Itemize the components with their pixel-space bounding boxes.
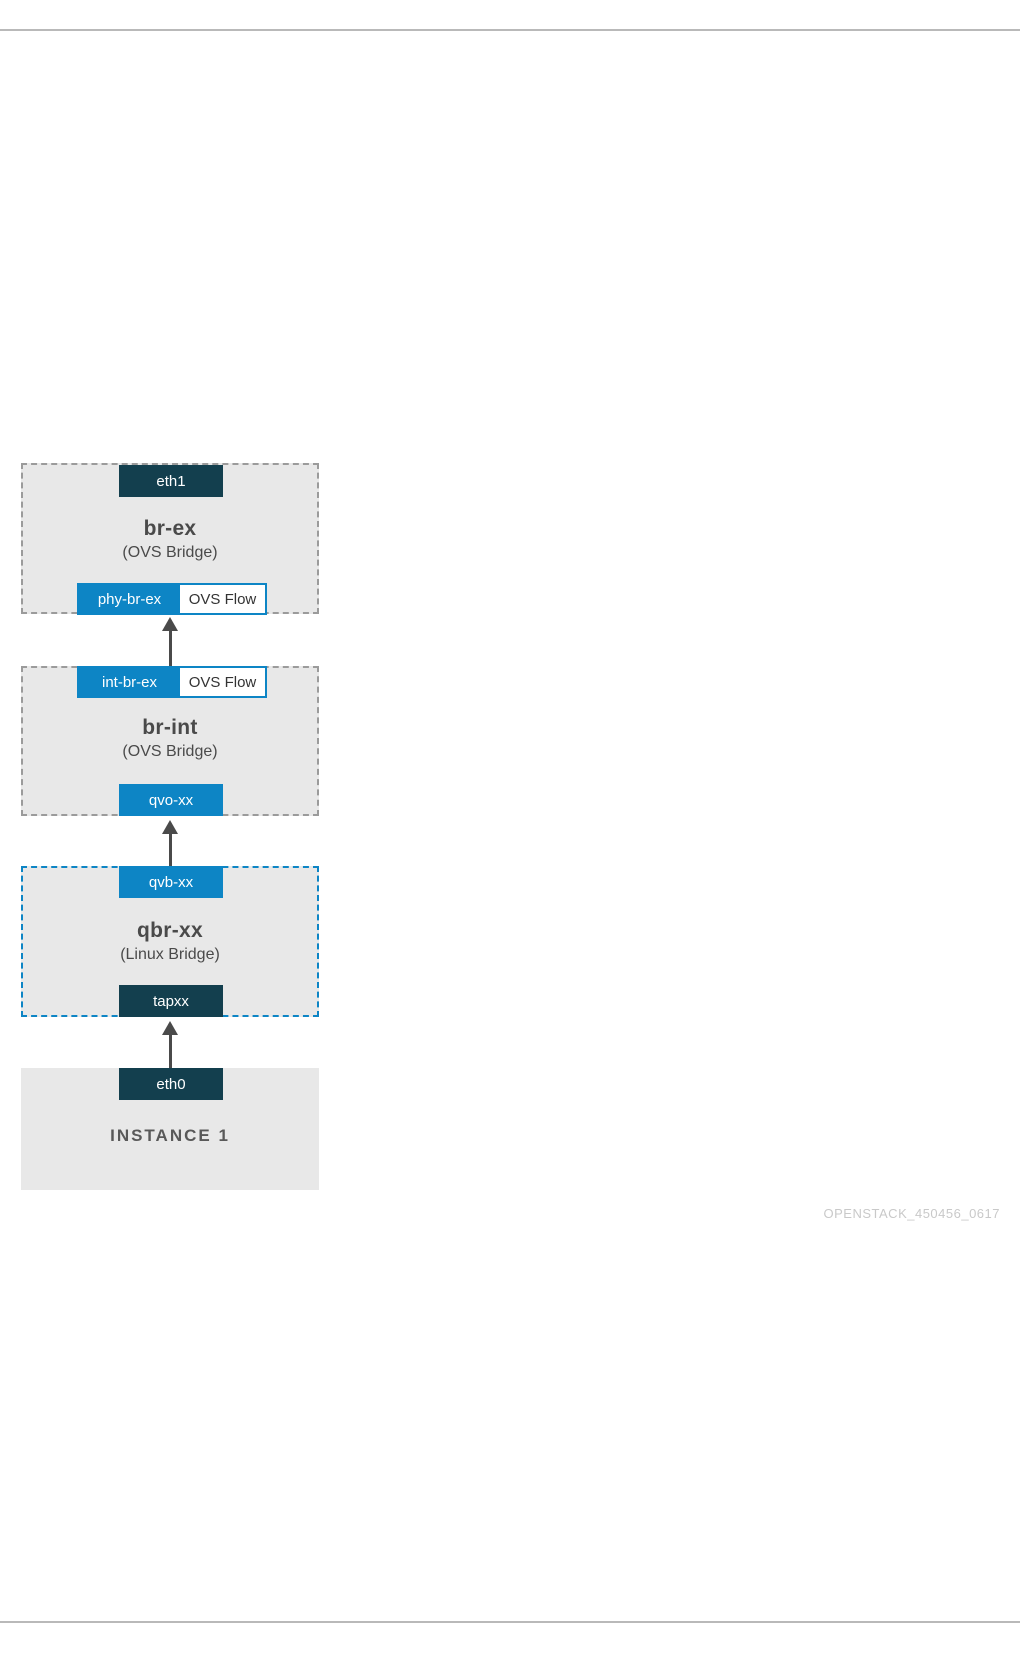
port-qvo-xx: qvo-xx bbox=[119, 784, 223, 816]
arrow-up-icon bbox=[162, 617, 178, 631]
node-br-int-subtitle: (OVS Bridge) bbox=[122, 743, 218, 760]
port-phy-br-ex: phy-br-ex bbox=[79, 585, 180, 613]
node-qbr-xx-subtitle: (Linux Bridge) bbox=[120, 946, 220, 963]
node-br-ex-title: br-ex bbox=[143, 517, 197, 540]
node-br-int-title: br-int bbox=[142, 716, 198, 739]
bottom-divider bbox=[0, 1621, 1020, 1623]
ovs-flow-tag-int: OVS Flow bbox=[180, 668, 265, 696]
port-tapxx: tapxx bbox=[119, 985, 223, 1017]
ovs-flow-tag-phy: OVS Flow bbox=[180, 585, 265, 613]
port-int-br-ex: int-br-ex bbox=[79, 668, 180, 696]
port-eth0: eth0 bbox=[119, 1068, 223, 1100]
arrow-line bbox=[169, 630, 172, 666]
arrow-line bbox=[169, 833, 172, 866]
port-phy-br-ex-combo: phy-br-ex OVS Flow bbox=[77, 583, 267, 615]
port-qvb-xx: qvb-xx bbox=[119, 866, 223, 898]
arrow-up-icon bbox=[162, 820, 178, 834]
watermark-label: OPENSTACK_450456_0617 bbox=[823, 1206, 1000, 1221]
node-instance-1-title: INSTANCE 1 bbox=[110, 1126, 230, 1145]
top-divider bbox=[0, 29, 1020, 31]
port-eth1: eth1 bbox=[119, 465, 223, 497]
node-qbr-xx-title: qbr-xx bbox=[137, 919, 203, 942]
arrow-line bbox=[169, 1034, 172, 1068]
node-br-ex-subtitle: (OVS Bridge) bbox=[122, 544, 218, 561]
arrow-up-icon bbox=[162, 1021, 178, 1035]
port-int-br-ex-combo: int-br-ex OVS Flow bbox=[77, 666, 267, 698]
